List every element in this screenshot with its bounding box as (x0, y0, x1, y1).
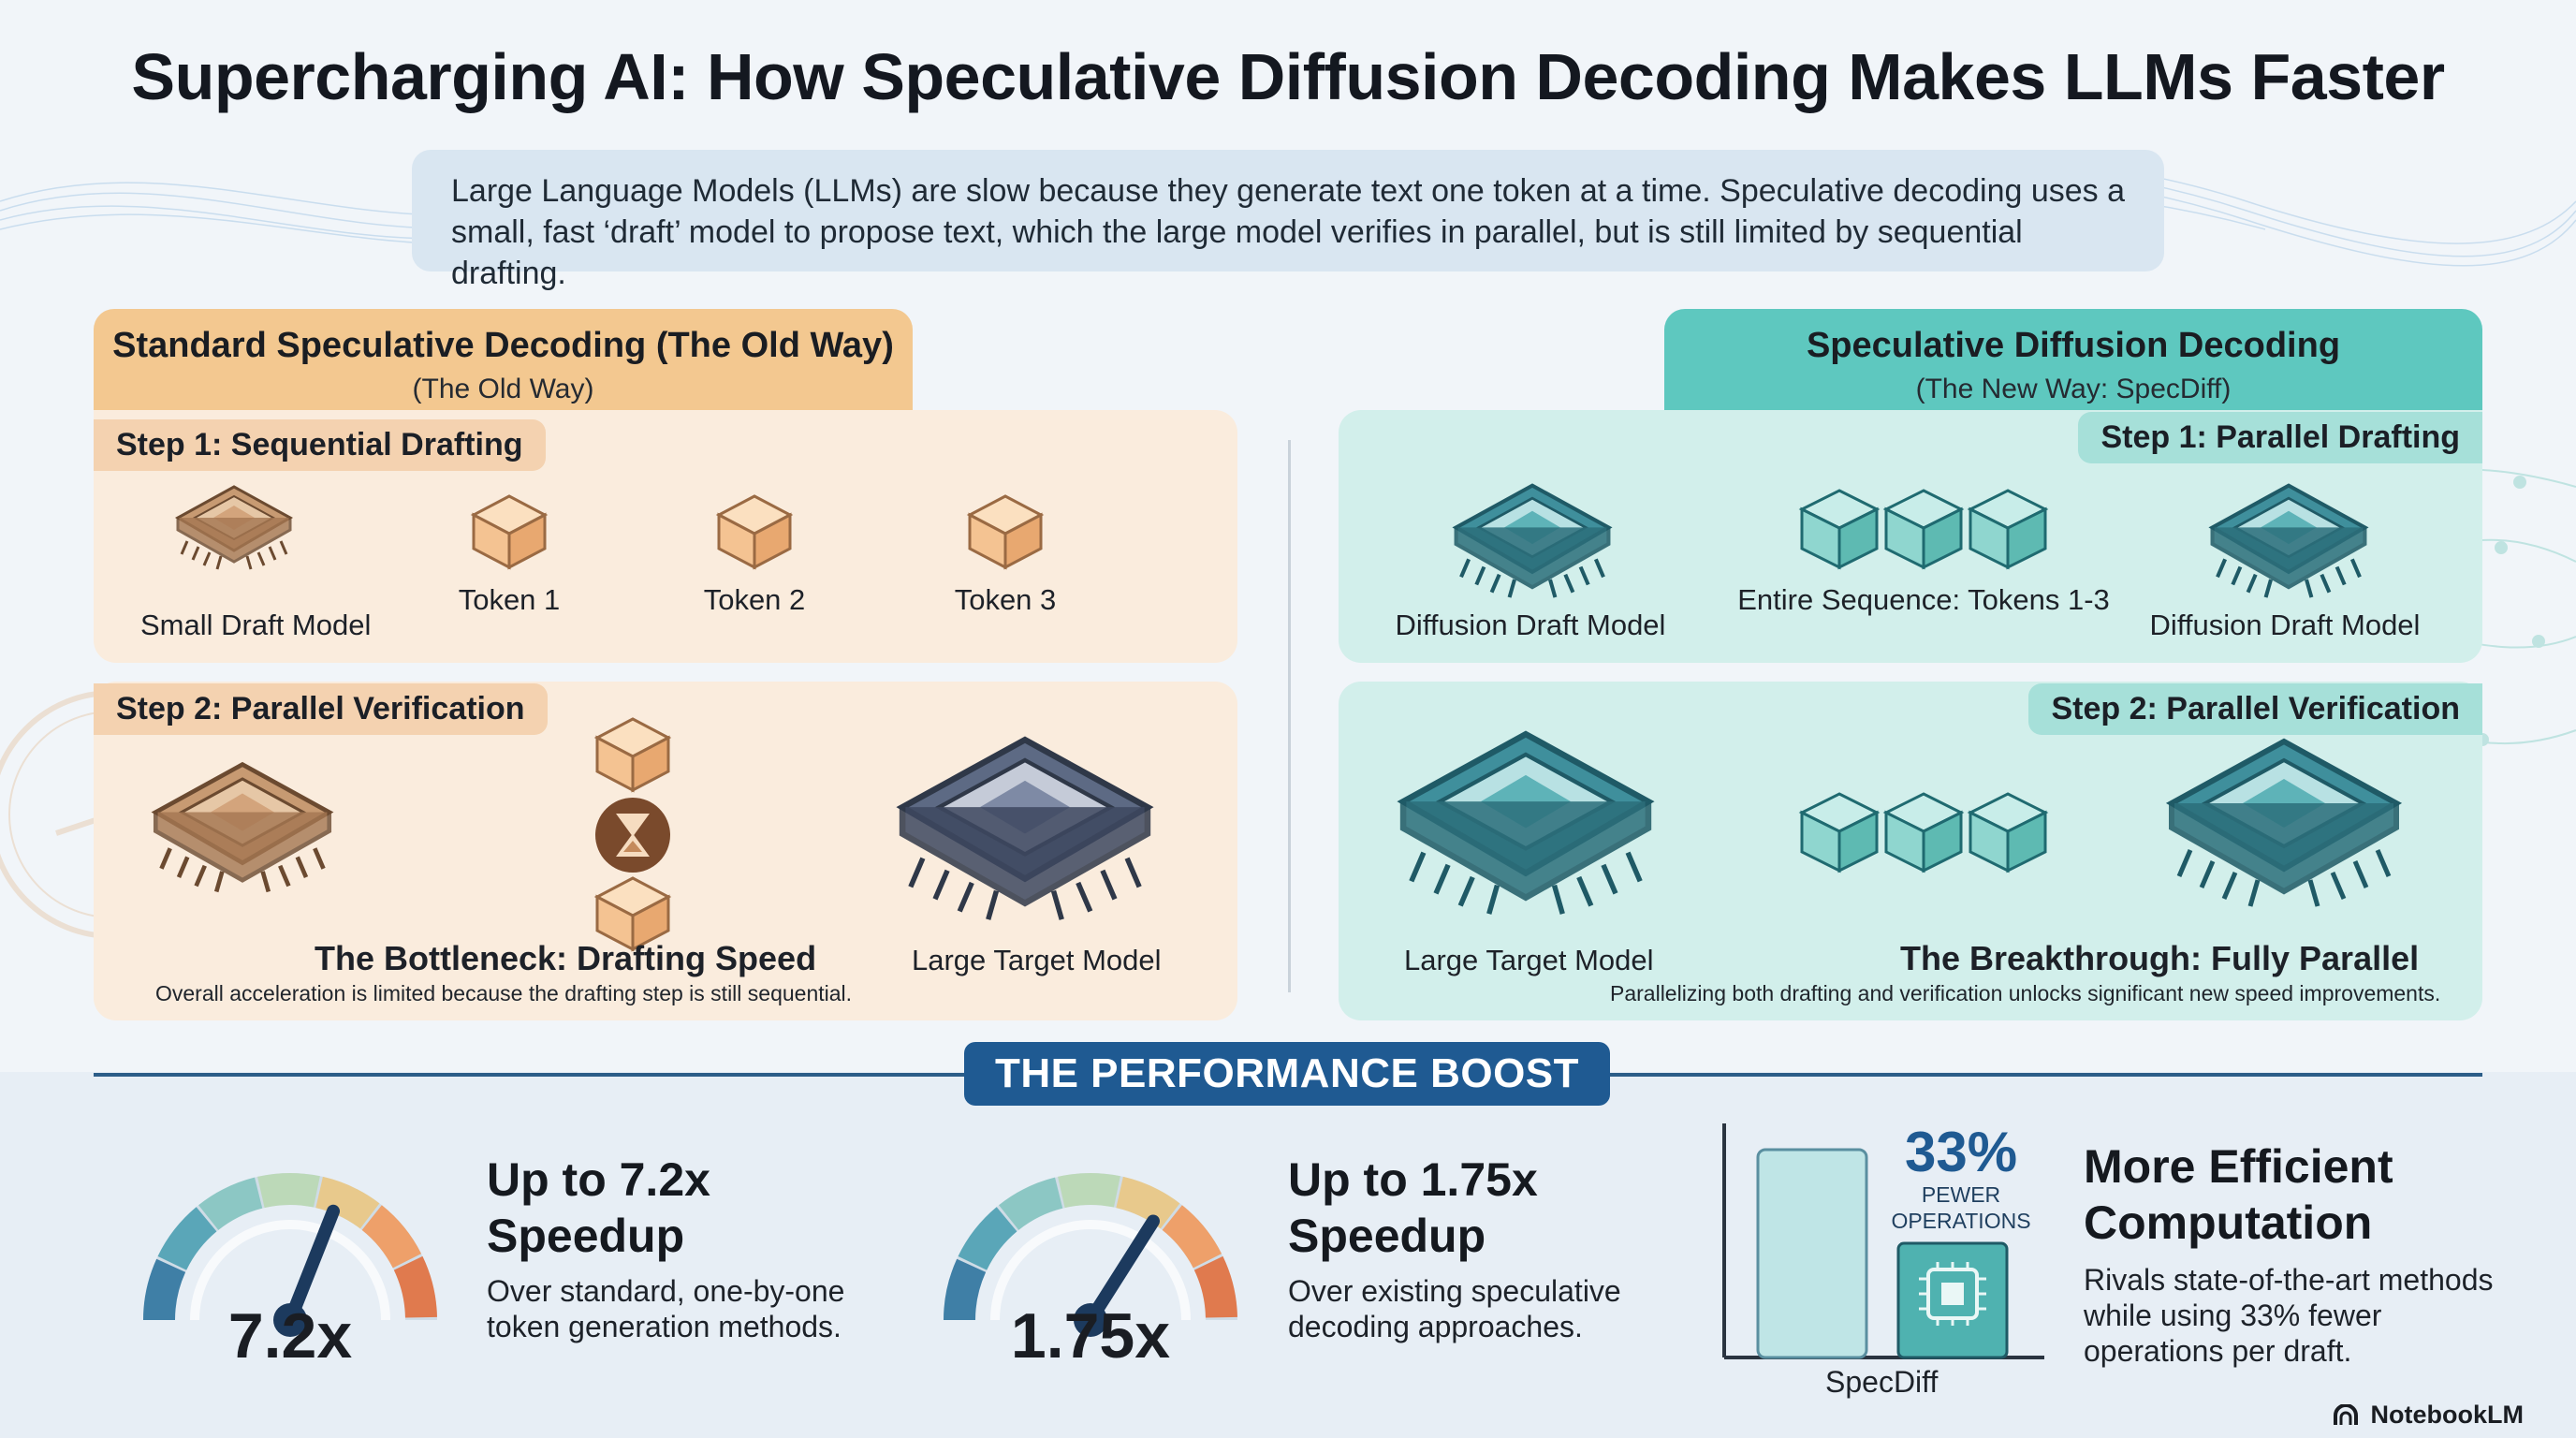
metric1-title-line1: Up to 7.2x (487, 1153, 710, 1206)
metric3-title-line2: Computation (2084, 1196, 2373, 1249)
metric2-desc-line2: decoding approaches. (1288, 1310, 1583, 1343)
gauge-segment (315, 1176, 380, 1229)
intro-text: Large Language Models (LLMs) are slow be… (412, 150, 2164, 291)
old-way-subtitle: (The Old Way) (412, 374, 594, 404)
gauge-segment (361, 1205, 422, 1269)
brand-label: NotebookLM (2370, 1401, 2524, 1429)
old-step2-panel: Step 2: Parallel Verification The Bottle… (94, 682, 1237, 1020)
entire-sequence-label: Entire Sequence: Tokens 1-3 (1737, 583, 2110, 616)
new-step1-label: Step 1: Parallel Drafting (2078, 412, 2482, 463)
token1-label: Token 1 (458, 583, 561, 616)
metric1-desc-line2: token generation methods. (487, 1310, 842, 1343)
notebooklm-logo-icon (2334, 1404, 2358, 1425)
metric1-title-line2: Speedup (487, 1210, 685, 1262)
metric2-desc-line1: Over existing speculative (1288, 1274, 1621, 1308)
token-cube-icon (593, 876, 672, 952)
breakthrough-note: Parallelizing both drafting and verifica… (1610, 981, 2441, 1005)
new-way-title: Speculative Diffusion Decoding (1806, 326, 2341, 365)
new-way-subtitle: (The New Way: SpecDiff) (1915, 374, 2232, 404)
gauge-needle (1084, 1214, 1160, 1327)
old-way-title: Standard Speculative Decoding (The Old W… (112, 326, 894, 365)
gauge2-value: 1.75x (1010, 1300, 1171, 1372)
diffusion-draft-model-right-label: Diffusion Draft Model (2149, 609, 2421, 641)
large-target-model-chip-icon (896, 736, 1154, 920)
metric2-title-line2: Speedup (1288, 1210, 1486, 1262)
gauge-segment (1058, 1173, 1120, 1209)
small-draft-model-label: Small Draft Model (140, 609, 372, 641)
hourglass-icon (595, 798, 670, 873)
new-large-target-model-label: Large Target Model (1404, 944, 1654, 976)
token-sequence-cubes-icon (1798, 489, 2049, 570)
metric2-title-line1: Up to 1.75x (1288, 1153, 1538, 1206)
new-step2-panel: Step 2: Parallel Verification Large Targ… (1339, 682, 2482, 1020)
token-cube-icon (470, 494, 549, 570)
metric3-title: More Efficient Computation (2084, 1138, 2393, 1251)
gauge-segment (393, 1255, 437, 1319)
gauge-segment (257, 1173, 320, 1209)
token-sequence-cubes-icon (1798, 792, 2049, 873)
token-cube-icon (715, 494, 794, 570)
diffusion-draft-model-chip-icon (1452, 483, 1613, 598)
percent-value: 33% (1904, 1121, 2018, 1183)
old-step1-panel: Step 1: Sequential Drafting Small Draft … (94, 410, 1237, 663)
metric2-desc: Over existing speculative decoding appro… (1288, 1273, 1621, 1344)
old-way-header: Standard Speculative Decoding (The Old W… (94, 309, 913, 410)
token2-label: Token 2 (703, 583, 806, 616)
large-target-model-label: Large Target Model (912, 944, 1162, 976)
gauge-segment (198, 1177, 263, 1231)
new-step1-panel: Step 1: Parallel Drafting Diffusion Draf… (1339, 410, 2482, 663)
specdiff-bar-label: SpecDiff (1825, 1365, 1939, 1399)
gauge-segment (944, 1258, 987, 1321)
metric1-desc-line1: Over standard, one-by-one (487, 1274, 845, 1308)
metric3-desc-line1: Rivals state-of-the-art methods (2084, 1263, 2494, 1297)
percent-subtitle-line2: OPERATIONS (1891, 1209, 2031, 1233)
diffusion-draft-model-left-label: Diffusion Draft Model (1395, 609, 1666, 641)
gauge-segment (958, 1207, 1017, 1271)
metric3-desc-line2: while using 33% fewer (2084, 1299, 2382, 1332)
metric1-desc: Over standard, one-by-one token generati… (487, 1273, 844, 1344)
gauge-segment (157, 1207, 217, 1271)
token3-label: Token 3 (954, 583, 1057, 616)
breakthrough-title: The Breakthrough: Fully Parallel (1900, 939, 2420, 977)
speedup-gauge-7-2 (143, 1173, 437, 1337)
diffusion-draft-model-chip-icon (2208, 483, 2369, 598)
metric1-title: Up to 7.2x Speedup (487, 1152, 710, 1264)
new-way-header: Speculative Diffusion Decoding (The New … (1664, 309, 2482, 410)
metric3-desc: Rivals state-of-the-art methods while us… (2084, 1262, 2494, 1369)
token-cube-icon (593, 717, 672, 793)
old-step2-label: Step 2: Parallel Verification (94, 683, 548, 735)
performance-section (0, 1072, 2576, 1438)
speedup-gauge-1-75 (944, 1173, 1237, 1337)
small-draft-model-chip-icon (174, 485, 294, 570)
metric2-title: Up to 1.75x Speedup (1288, 1152, 1538, 1264)
page-title: Supercharging AI: How Speculative Diffus… (131, 40, 2445, 113)
operations-comparison-graphic (1722, 1123, 2044, 1359)
bottleneck-title: The Bottleneck: Drafting Speed (315, 939, 817, 977)
performance-title: THE PERFORMANCE BOOST (964, 1042, 1610, 1106)
gauge-segment (1115, 1176, 1180, 1229)
gauge-segment (1193, 1255, 1237, 1319)
percent-subtitle: PEWER OPERATIONS (1881, 1181, 2041, 1234)
metric3-title-line1: More Efficient (2084, 1140, 2393, 1193)
gauge1-value: 7.2x (227, 1300, 353, 1372)
section-divider (1288, 440, 1291, 992)
draft-model-chip-icon (151, 761, 334, 893)
large-target-model-chip-icon (1397, 730, 1655, 915)
gauge-segment (143, 1258, 186, 1321)
bottleneck-note: Overall acceleration is limited because … (155, 981, 853, 1005)
metric3-desc-line3: operations per draft. (2084, 1334, 2352, 1368)
gauge-needle (284, 1204, 341, 1327)
percent-subtitle-line1: PEWER (1921, 1182, 2001, 1207)
new-step2-label: Step 2: Parallel Verification (2028, 683, 2482, 735)
large-target-model-chip-icon (2165, 738, 2403, 907)
gauge-segment (1162, 1205, 1222, 1269)
old-step1-label: Step 1: Sequential Drafting (94, 419, 546, 471)
gauge-segment (999, 1177, 1063, 1231)
token-cube-icon (966, 494, 1045, 570)
